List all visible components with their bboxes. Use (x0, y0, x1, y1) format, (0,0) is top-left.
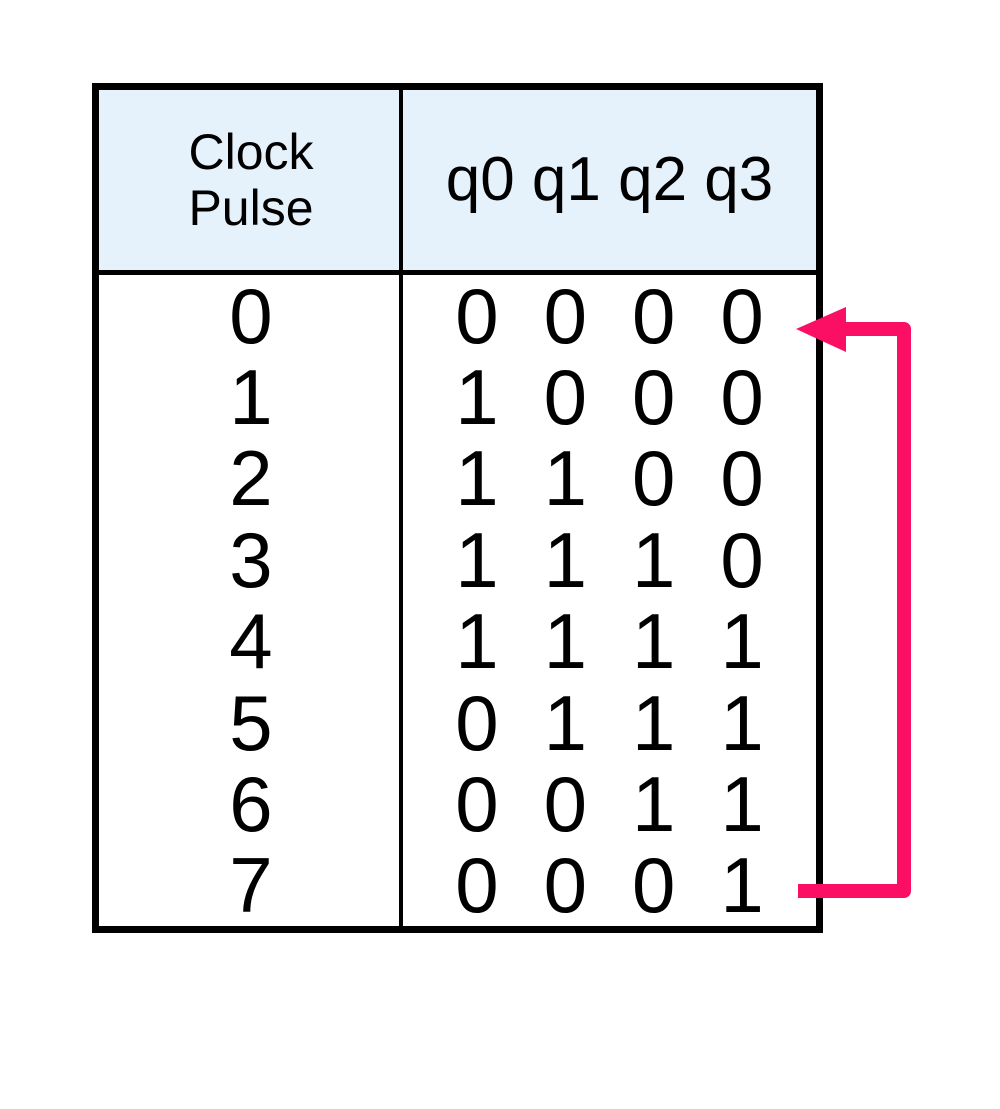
bit-value: 0 (632, 434, 676, 523)
clock-pulse-header-line2: Pulse (188, 180, 314, 236)
bit-value: 0 (543, 759, 587, 848)
bit-value: 1 (455, 597, 499, 686)
clock-pulse-value: 0 (229, 271, 273, 360)
bit-value: 0 (632, 353, 676, 442)
clock-pulse-header-cell: Clock Pulse (99, 90, 403, 270)
q-bits-header-label: q0 q1 q2 q3 (445, 145, 774, 214)
bit-value: 0 (455, 759, 499, 848)
bit-value: 1 (720, 841, 764, 930)
bit-value: 1 (455, 353, 499, 442)
clock-pulse-header-line1: Clock (188, 124, 314, 180)
bit-value: 0 (455, 271, 499, 360)
clock-pulse-value: 2 (229, 434, 273, 523)
clock-pulse-cell: 3 (99, 519, 403, 600)
bit-value: 1 (455, 434, 499, 523)
bit-value: 1 (720, 597, 764, 686)
bit-value: 1 (720, 759, 764, 848)
clock-pulse-value: 1 (229, 353, 273, 442)
clock-pulse-cell: 4 (99, 601, 403, 682)
clock-pulse-value: 3 (229, 515, 273, 604)
bit-value: 1 (543, 434, 587, 523)
clock-pulse-cell: 7 (99, 845, 403, 926)
bit-value: 0 (720, 515, 764, 604)
bit-value: 0 (720, 271, 764, 360)
clock-pulse-value: 4 (229, 597, 273, 686)
bit-value: 1 (455, 515, 499, 604)
bit-value: 1 (632, 597, 676, 686)
bit-value: 0 (632, 271, 676, 360)
clock-pulse-cell: 2 (99, 438, 403, 519)
bit-value: 0 (543, 271, 587, 360)
bit-value: 1 (720, 678, 764, 767)
bit-value: 1 (632, 678, 676, 767)
bit-value: 0 (543, 841, 587, 930)
bit-value: 0 (543, 353, 587, 442)
clock-pulse-value: 7 (229, 841, 273, 930)
bit-value: 0 (455, 678, 499, 767)
bit-value: 1 (543, 678, 587, 767)
clock-pulse-value: 5 (229, 678, 273, 767)
table-header-row: Clock Pulse q0 q1 q2 q3 (99, 90, 816, 270)
clock-pulse-cell: 5 (99, 682, 403, 763)
clock-pulse-cell: 6 (99, 763, 403, 844)
header-separator-line (99, 270, 816, 275)
column-divider-line (399, 90, 403, 926)
bit-value: 0 (720, 353, 764, 442)
bit-value: 0 (720, 434, 764, 523)
clock-pulse-cell: 1 (99, 356, 403, 437)
clock-pulse-cell: 0 (99, 275, 403, 356)
q-bits-header-cell: q0 q1 q2 q3 (403, 90, 816, 270)
clock-pulse-value: 6 (229, 759, 273, 848)
bit-value: 0 (455, 841, 499, 930)
bit-value: 1 (632, 515, 676, 604)
bit-value: 1 (543, 515, 587, 604)
bit-value: 1 (543, 597, 587, 686)
bit-value: 1 (632, 759, 676, 848)
bit-value: 0 (632, 841, 676, 930)
